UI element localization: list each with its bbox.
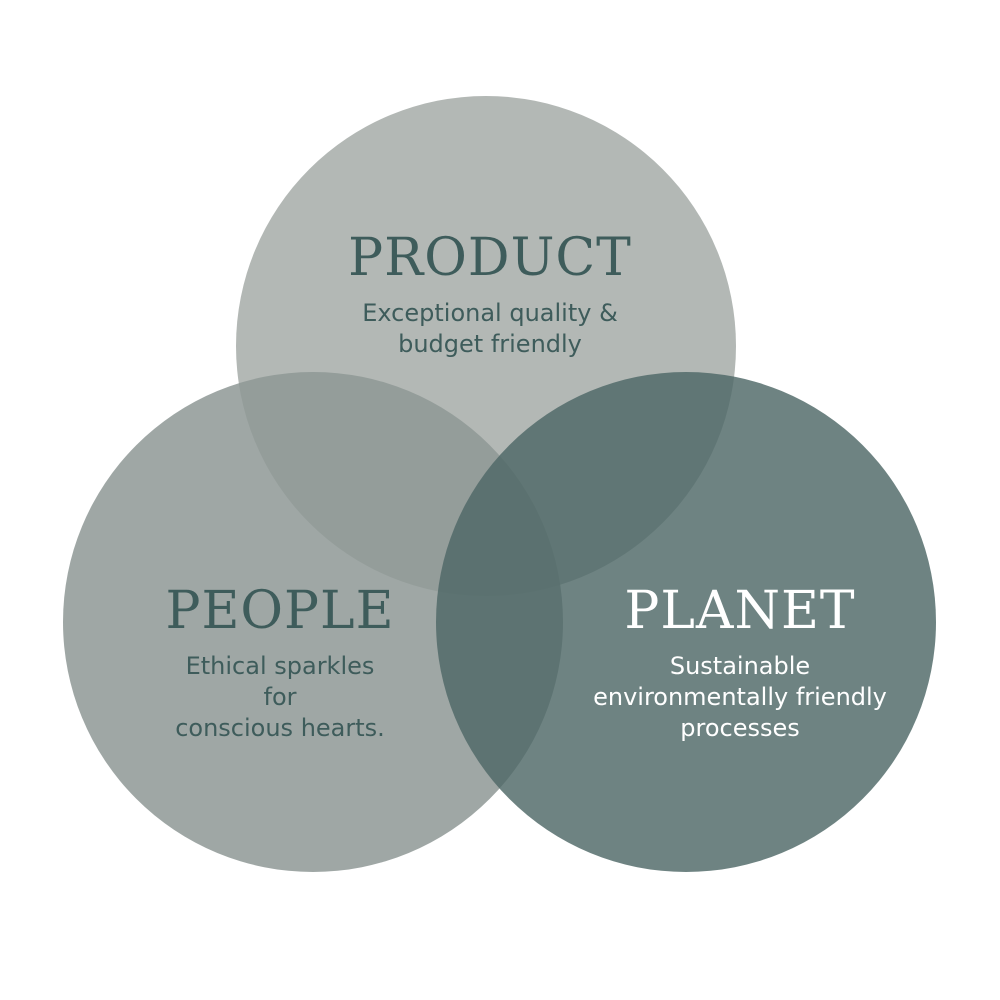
people-description: Ethical sparkles for conscious hearts.: [175, 652, 385, 742]
planet-label-block: PLANET Sustainable environmentally frien…: [560, 585, 920, 744]
people-label-block: PEOPLE Ethical sparkles for conscious he…: [130, 585, 430, 744]
planet-description: Sustainable environmentally friendly pro…: [593, 652, 887, 742]
planet-heading: PLANET: [624, 581, 856, 641]
product-heading: PRODUCT: [348, 228, 632, 288]
planet-circle: [436, 372, 936, 872]
product-label-block: PRODUCT Exceptional quality & budget fri…: [330, 232, 650, 360]
people-heading: PEOPLE: [165, 581, 395, 641]
people-circle: [63, 372, 563, 872]
product-description: Exceptional quality & budget friendly: [362, 299, 618, 358]
